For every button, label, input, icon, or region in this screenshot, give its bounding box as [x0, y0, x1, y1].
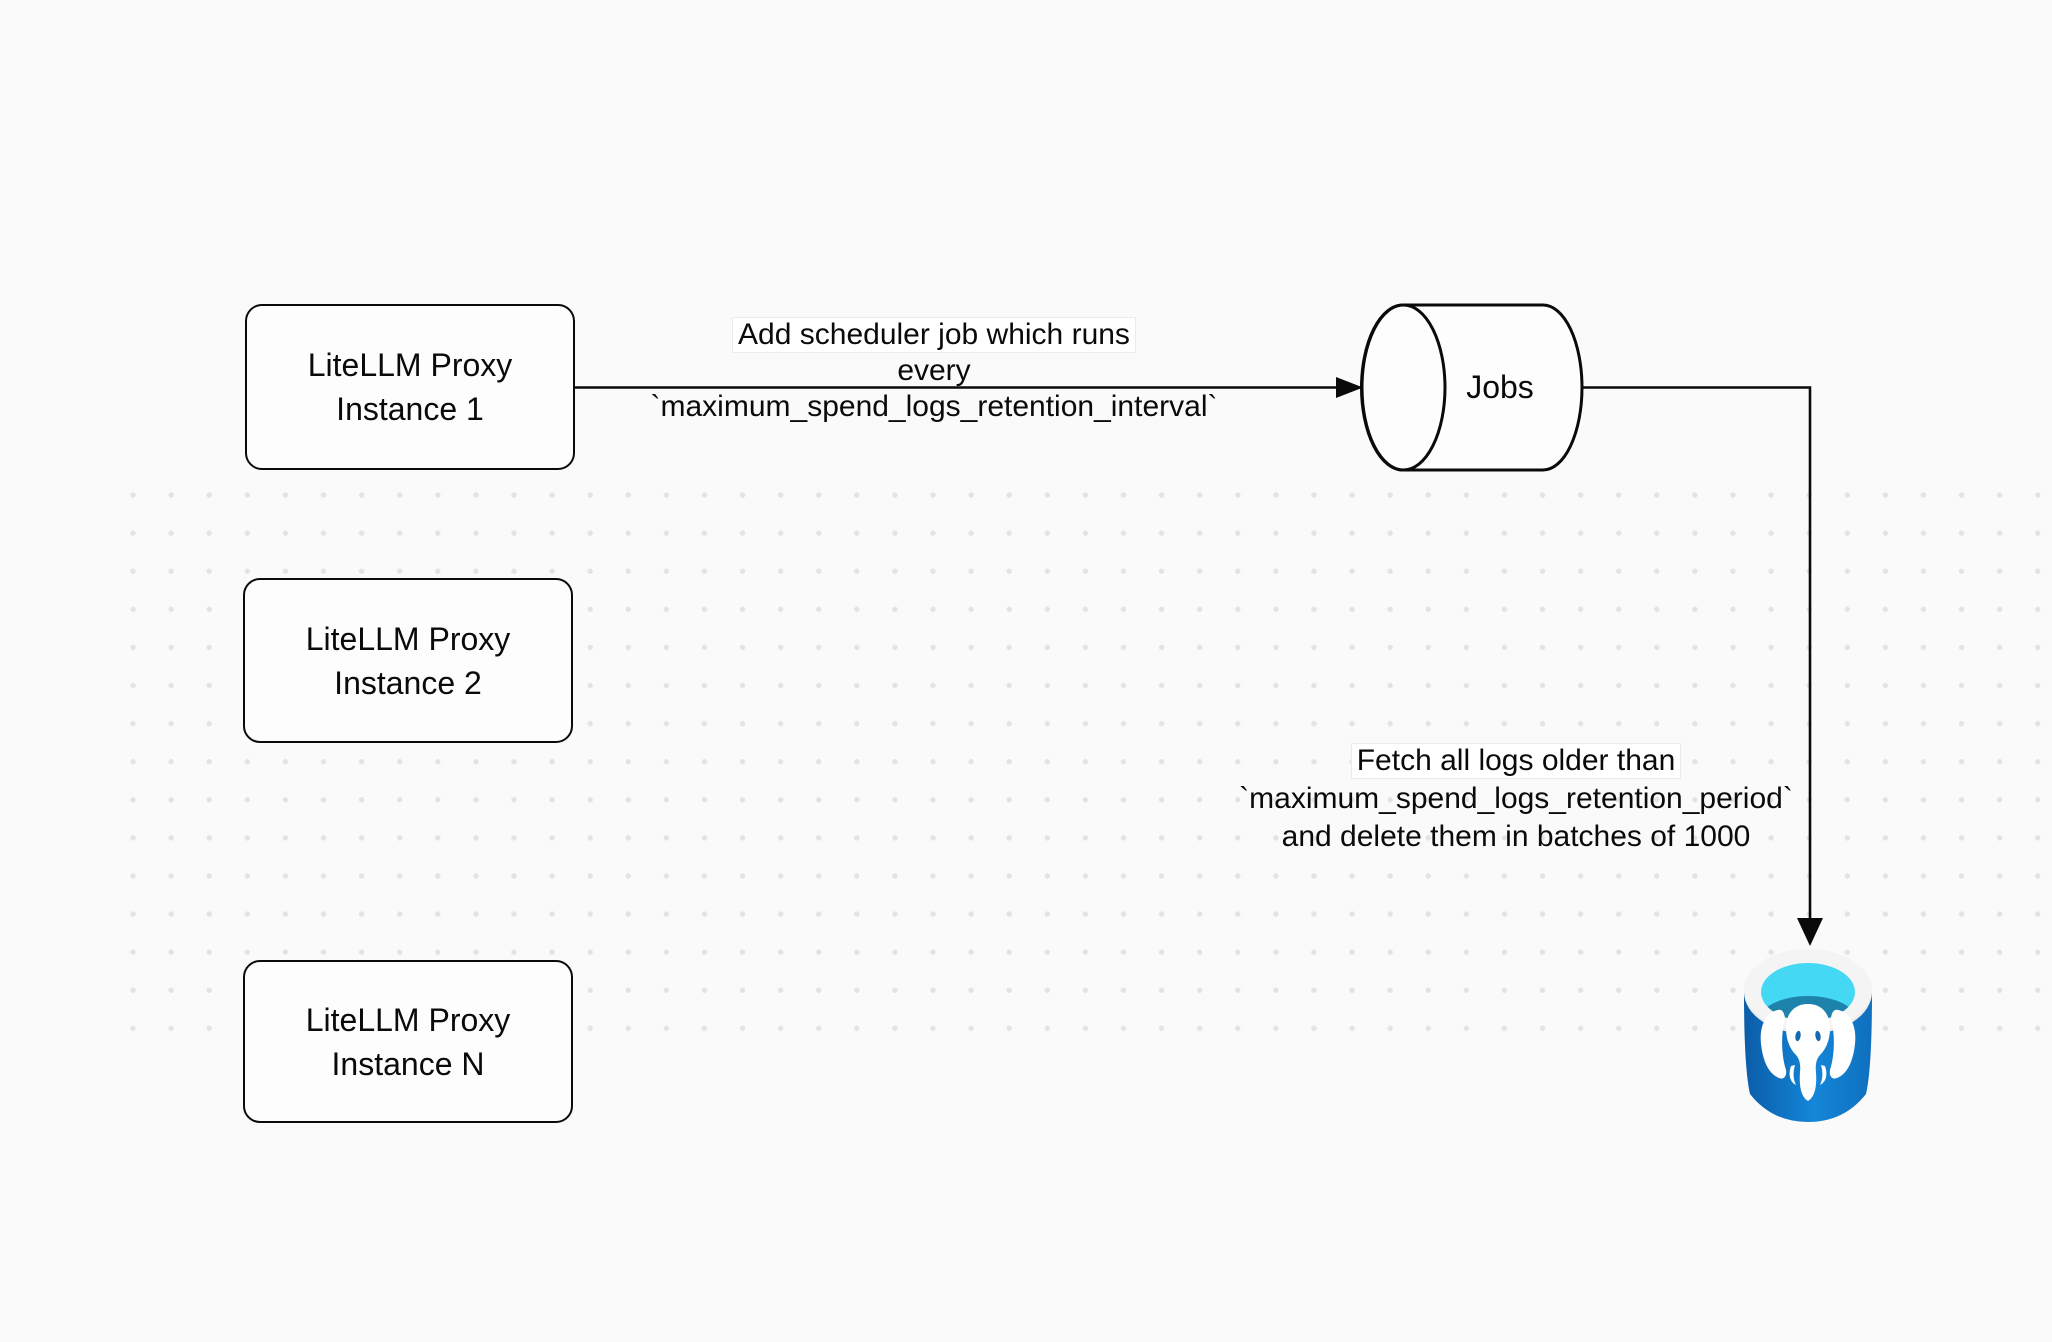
node-label-line2: Instance N — [331, 1045, 485, 1082]
node-litellm-proxy-instance-2: LiteLLM Proxy Instance 2 — [243, 578, 573, 743]
edge-label-scheduler: Add scheduler job which runs every `maxi… — [634, 317, 1234, 425]
postgres-elephant-eyes — [1795, 1030, 1821, 1042]
jobs-queue-shape — [1360, 303, 1584, 472]
node-label-line2: Instance 2 — [334, 664, 482, 701]
dot-grid-background — [114, 476, 2052, 1048]
node-litellm-proxy-instance-1: LiteLLM Proxy Instance 1 — [245, 304, 575, 470]
edge-label-scheduler-line1: Add scheduler job which runs — [732, 317, 1136, 353]
arrowhead-right-icon — [1336, 377, 1363, 398]
jobs-queue-label: Jobs — [1466, 369, 1534, 405]
node-label-line1: LiteLLM Proxy — [305, 1001, 511, 1038]
edge-label-cleanup-line3: and delete them in batches of 1000 — [1281, 820, 1751, 853]
edge-label-cleanup-line2: `maximum_spend_logs_retention_period` — [1239, 782, 1793, 815]
edge-label-cleanup: Fetch all logs older than `maximum_spend… — [1216, 742, 1816, 856]
postgres-elephant-glyph — [1760, 1004, 1856, 1101]
postgresql-database-icon — [1744, 949, 1872, 1122]
edge-cleanup-arrow — [1582, 386, 1823, 946]
node-label-line1: LiteLLM Proxy — [307, 347, 513, 383]
node-label-line2: Instance 1 — [336, 391, 484, 427]
node-label-line1: LiteLLM Proxy — [305, 620, 511, 657]
edge-label-scheduler-line2: every `maximum_spend_logs_retention_inte… — [650, 354, 1218, 423]
edge-scheduler-arrow — [575, 377, 1363, 398]
edge-label-cleanup-line1: Fetch all logs older than — [1350, 743, 1682, 779]
node-litellm-proxy-instance-n: LiteLLM Proxy Instance N — [243, 960, 573, 1123]
arrowhead-down-icon — [1797, 918, 1823, 946]
